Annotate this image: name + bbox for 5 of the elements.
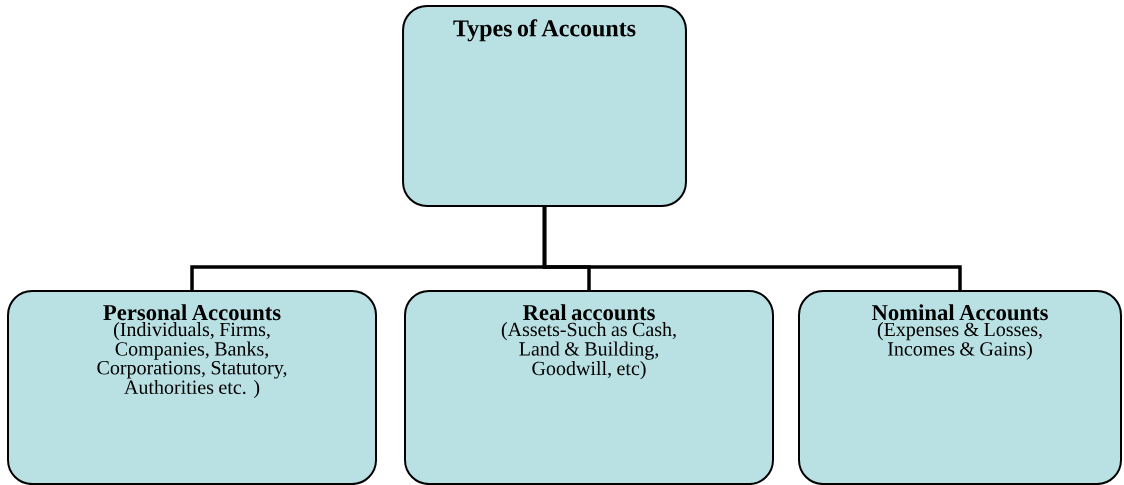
- category-box: Types of Accounts: [402, 5, 687, 207]
- category-box: Nominal Accounts (Expenses & Losses, Incomes & Gains): [798, 290, 1122, 485]
- category-box: Real accounts (Assets-Such as Cash, Land & Building, Goodwill, etc): [404, 290, 774, 485]
- category-box: Personal Accounts (Individuals, Firms, Companies, Banks, Corporations, Statutory, Authorities etc. ): [7, 290, 377, 485]
- connector-line: [542, 207, 962, 290]
